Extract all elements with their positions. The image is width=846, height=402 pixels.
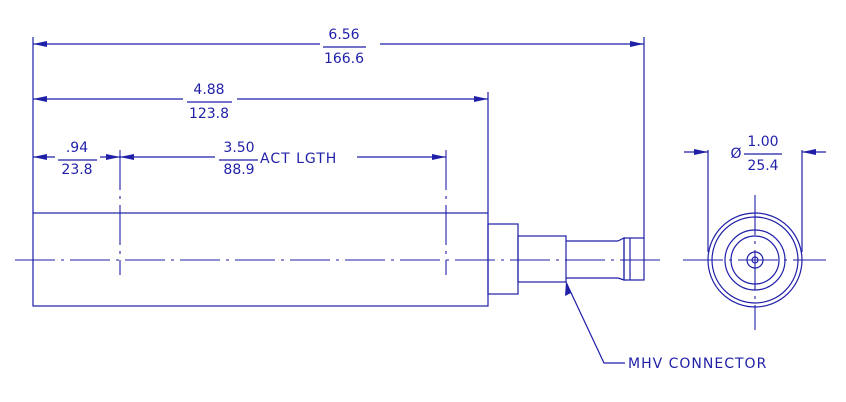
connector-leader: MHV CONNECTOR [565, 281, 767, 372]
offset-inch: .94 [66, 140, 88, 156]
diameter-symbol: Ø [730, 146, 741, 162]
overall-length-inch: 6.56 [328, 27, 359, 43]
body-length-inch: 4.88 [193, 82, 224, 98]
extension-lines [32, 37, 645, 238]
connector-label: MHV CONNECTOR [628, 356, 767, 372]
active-length-dimension: 3.50 88.9 ACT LGTH [120, 140, 446, 178]
diameter-mm: 25.4 [747, 158, 778, 174]
body-length-mm: 123.8 [189, 106, 229, 122]
offset-dimension: .94 23.8 [33, 140, 120, 178]
active-length-mm: 88.9 [223, 162, 254, 178]
end-view [683, 195, 826, 330]
diameter-inch: 1.00 [747, 134, 778, 150]
overall-length-mm: 166.6 [324, 51, 364, 67]
offset-mm: 23.8 [61, 162, 92, 178]
overall-length-dimension: 6.56 166.6 [33, 27, 644, 67]
diameter-dimension: Ø 1.00 25.4 [684, 134, 826, 252]
active-length-label: ACT LGTH [260, 151, 337, 167]
active-length-inch: 3.50 [223, 140, 254, 156]
connector-assembly [487, 223, 645, 295]
centerlines [15, 150, 660, 275]
body-length-dimension: 4.88 123.8 [33, 82, 488, 122]
